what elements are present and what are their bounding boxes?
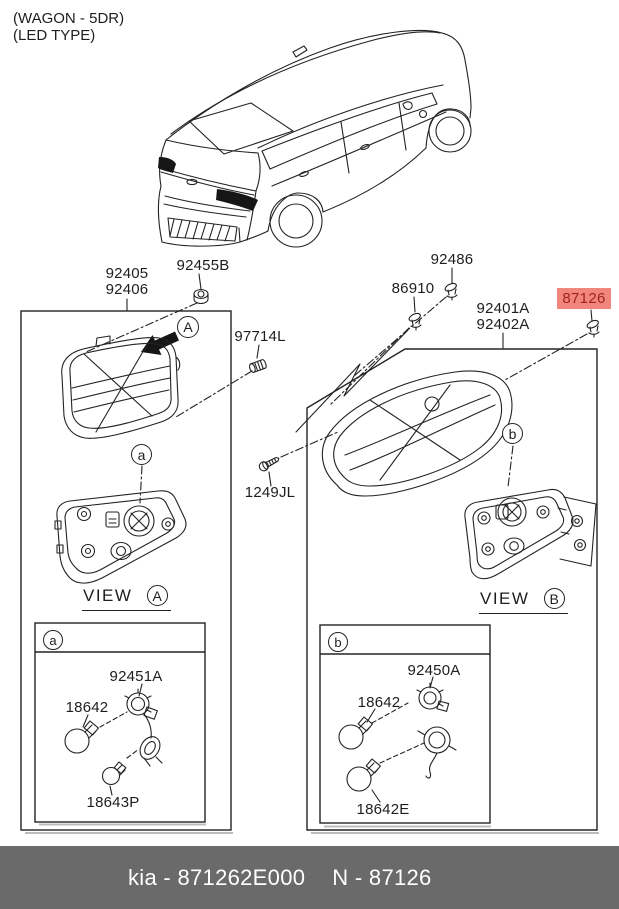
marker-circle-b: b xyxy=(502,423,523,444)
bulb-18643p-icon xyxy=(101,761,127,786)
inner-lamp-drawing xyxy=(61,335,181,439)
view-b-circle: B xyxy=(544,588,566,609)
part-number-97714l: 97714L xyxy=(234,328,286,345)
nut-icon xyxy=(193,288,209,305)
brand-badge xyxy=(186,178,198,186)
label-outer-lamp: 92401A 92402A xyxy=(477,301,530,333)
bulb-18642-icon-a xyxy=(64,720,99,754)
bulb-18642-icon-b xyxy=(338,716,373,750)
outer-lamp-box xyxy=(306,348,598,831)
marker-circle-a: a xyxy=(131,444,152,465)
part-number-92486: 92486 xyxy=(430,251,474,268)
holder-92450a-icon xyxy=(416,682,457,779)
screw-icon xyxy=(258,456,280,472)
drawing-title: (WAGON - 5DR) (LED TYPE) xyxy=(13,10,124,44)
title-line-2: (LED TYPE) xyxy=(13,27,96,44)
tail-lamp-left-silhouette xyxy=(158,157,176,173)
label-inner-lamp: 92405 92406 xyxy=(106,266,149,298)
outer-lamp-drawing xyxy=(321,370,513,497)
part-number-92405: 92405 xyxy=(105,265,149,282)
part-number-92401a: 92401A xyxy=(476,300,530,317)
inner-lamp-back-view xyxy=(54,490,187,584)
tail-lamp-right-silhouette xyxy=(216,189,258,211)
marker-circle-A: A xyxy=(177,316,199,338)
clip-icon-86910 xyxy=(408,312,422,331)
clip-icon-87126 xyxy=(586,319,600,338)
footer-ref-part-code: N - 87126 xyxy=(332,864,432,890)
sub-box-a xyxy=(34,622,206,823)
holder-92451a-icon xyxy=(124,688,163,767)
outer-lamp-back-view xyxy=(464,488,597,580)
view-b-label: VIEW B xyxy=(479,588,569,614)
view-direction-arrow xyxy=(141,331,179,355)
bolt-icon xyxy=(249,359,267,373)
car-illustration xyxy=(157,29,472,248)
bulb-18642e-icon xyxy=(346,758,381,792)
view-a-label: VIEW A xyxy=(82,585,172,611)
part-number-18642e: 18642E xyxy=(356,801,410,818)
title-line-1: (WAGON - 5DR) xyxy=(13,10,125,27)
part-number-92450a: 92450A xyxy=(407,662,461,679)
sub-box-b-marker: b xyxy=(328,632,348,652)
footer-bar: kia - 871262E000 N - 87126 xyxy=(0,846,619,909)
part-number-18642-b: 18642 xyxy=(357,694,401,711)
view-word-a: VIEW xyxy=(83,585,133,605)
view-word-b: VIEW xyxy=(480,588,530,608)
inner-lamp-box xyxy=(20,310,232,831)
leader-lines xyxy=(82,267,593,803)
highlighted-part-number-87126: 87126 xyxy=(557,288,611,309)
body-break-zigzag xyxy=(295,329,409,433)
footer-brand-part-code: kia - 871262E000 xyxy=(128,864,306,890)
view-a-circle: A xyxy=(147,585,169,606)
part-number-92402a: 92402A xyxy=(476,316,530,333)
part-number-86910: 86910 xyxy=(391,280,435,297)
footer-part-codes: kia - 871262E000 N - 87126 xyxy=(128,846,432,909)
part-number-92406: 92406 xyxy=(105,281,149,298)
part-number-18642-a: 18642 xyxy=(65,699,109,716)
part-number-1249jl: 1249JL xyxy=(244,484,296,501)
sub-box-b xyxy=(319,624,491,824)
part-number-92451a: 92451A xyxy=(109,668,163,685)
diagram-line-art xyxy=(20,29,600,834)
clip-icon-92486 xyxy=(444,282,458,301)
sub-box-a-marker: a xyxy=(43,630,63,650)
part-number-92455b: 92455B xyxy=(176,257,230,274)
part-number-18643p: 18643P xyxy=(86,794,140,811)
